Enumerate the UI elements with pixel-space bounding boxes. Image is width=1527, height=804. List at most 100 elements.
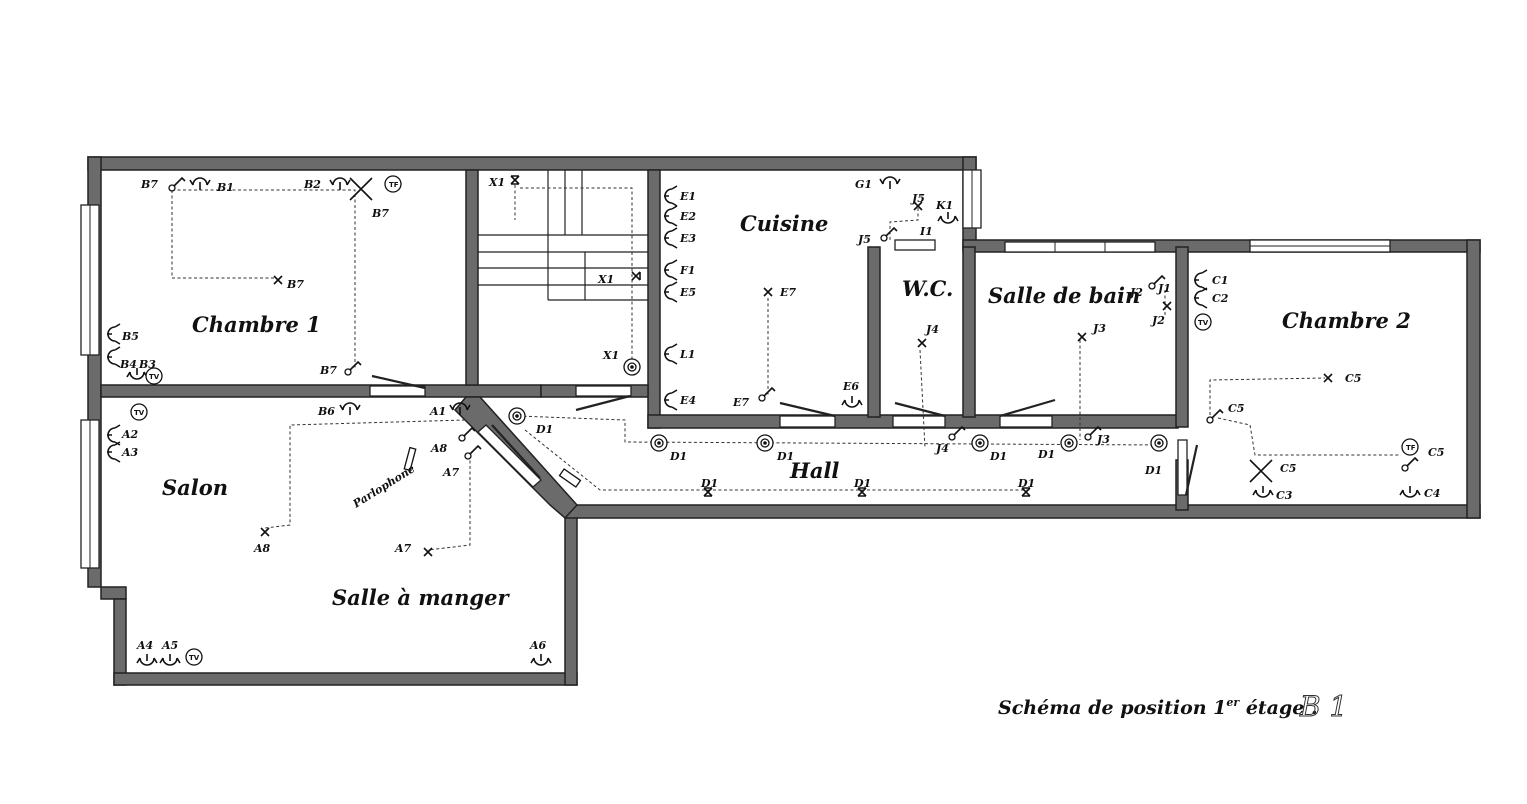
caption-text: Schéma de position 1er étage . [998,696,1318,719]
point-label: B7 [140,178,158,191]
point-label: B7 [319,364,337,377]
tv-socket-icon [130,403,148,421]
point-label: E4 [679,394,696,407]
phone-socket-icon [384,175,402,193]
outlet-icon [136,653,158,666]
switch-icon [464,445,482,460]
tf-tag: TF [1406,444,1416,452]
room-names: Chambre 1 Cuisine W.C. Salle de bain Cha… [162,211,1411,610]
switch-icon [1401,457,1419,472]
point-label: A7 [442,466,460,479]
outlet-icon [879,176,901,190]
light-point-icon [857,487,867,497]
tv-tag: TV [189,654,200,662]
point-label: B1 [216,181,234,194]
point-label: J2 [1128,286,1143,299]
ceiling-light-icon [1060,434,1078,452]
tf-tag: TF [389,181,399,189]
point-label: K1 [935,199,953,212]
point-label: D1 [776,450,794,463]
switch-icon [758,387,776,402]
outlet-icon [339,402,361,416]
outlet-icon [106,346,121,368]
point-label: A4 [136,639,153,652]
outlet-icon [841,395,863,408]
point-label: E7 [779,286,796,299]
outlet-icon [663,281,678,303]
tv-tag: TV [149,373,160,381]
tv-socket-icon [145,367,163,385]
ceiling-light-icon [508,407,526,425]
light-point-icon [349,177,373,201]
point-label: A2 [121,428,139,441]
point-label: J5 [856,233,871,246]
handwritten-mark: B 1 [1299,690,1347,723]
electrical-symbols [106,175,1421,666]
ceiling-light-icon [971,434,989,452]
light-point-icon [423,547,433,557]
point-label: L1 [679,348,695,361]
outlet-icon [663,389,678,411]
point-label: E7 [732,396,749,409]
point-label: J4 [934,442,949,455]
point-label: I1 [919,225,933,238]
point-label: C5 [1428,446,1444,459]
light-point-icon [1323,373,1333,383]
point-label: C5 [1228,402,1244,415]
ceiling-light-icon [756,434,774,452]
outlet-icon [329,177,351,191]
point-label: A7 [394,542,412,555]
room-label-chambre-1: Chambre 1 [192,312,321,337]
wiring [171,185,1400,551]
room-label-salon: Salon [162,475,228,500]
doors [369,374,1199,496]
room-label-salle-de-bain: Salle de bain [988,283,1140,308]
switch-icon [458,427,476,442]
room-label-salle-a-manger: Salle à manger [332,585,510,610]
tv-socket-icon [1194,313,1212,331]
point-label: E2 [679,210,696,223]
switch-icon [168,177,186,192]
outlet-icon [1399,485,1421,498]
staircase [478,170,648,301]
light-point-icon [917,338,927,348]
point-label: C1 [1212,274,1228,287]
light-point-icon [1021,487,1031,497]
point-label: J3 [1095,433,1110,446]
switch-icon [880,227,898,242]
point-label: A5 [161,639,178,652]
room-label-wc: W.C. [902,276,953,301]
point-label: J5 [910,192,925,205]
outlet-icon [663,343,678,365]
parlophone-icon [403,446,417,472]
outlet-icon [530,653,552,666]
point-label: B2 [303,178,321,191]
socket-tags: TV TF TV TV TV TF [134,181,1416,662]
point-label: C2 [1212,292,1229,305]
point-label: A8 [253,542,271,555]
point-label: B7 [286,278,304,291]
windows [80,169,1391,569]
point-label: E6 [842,380,859,393]
light-point-icon [1162,301,1172,311]
light-point-icon [510,175,520,185]
point-label: A8 [430,442,448,455]
point-label: B7 [371,207,389,220]
outlet-icon [663,259,678,281]
point-label: C3 [1276,489,1293,502]
point-label: E5 [679,286,696,299]
point-label: E3 [679,232,696,245]
room-label-chambre-2: Chambre 2 [1282,308,1411,333]
point-label: A1 [429,405,446,418]
light-point-icon [1077,332,1087,342]
light-point-icon [763,287,773,297]
outlet-icon [663,205,678,227]
outlet-icon [106,424,121,446]
room-label-hall: Hall [789,458,839,483]
tv-tag: TV [134,409,145,417]
outlet-icon [663,227,678,249]
parlophone-label: Parlophone [350,462,417,511]
point-label: C5 [1345,372,1361,385]
ceiling-light-icon [623,358,641,376]
